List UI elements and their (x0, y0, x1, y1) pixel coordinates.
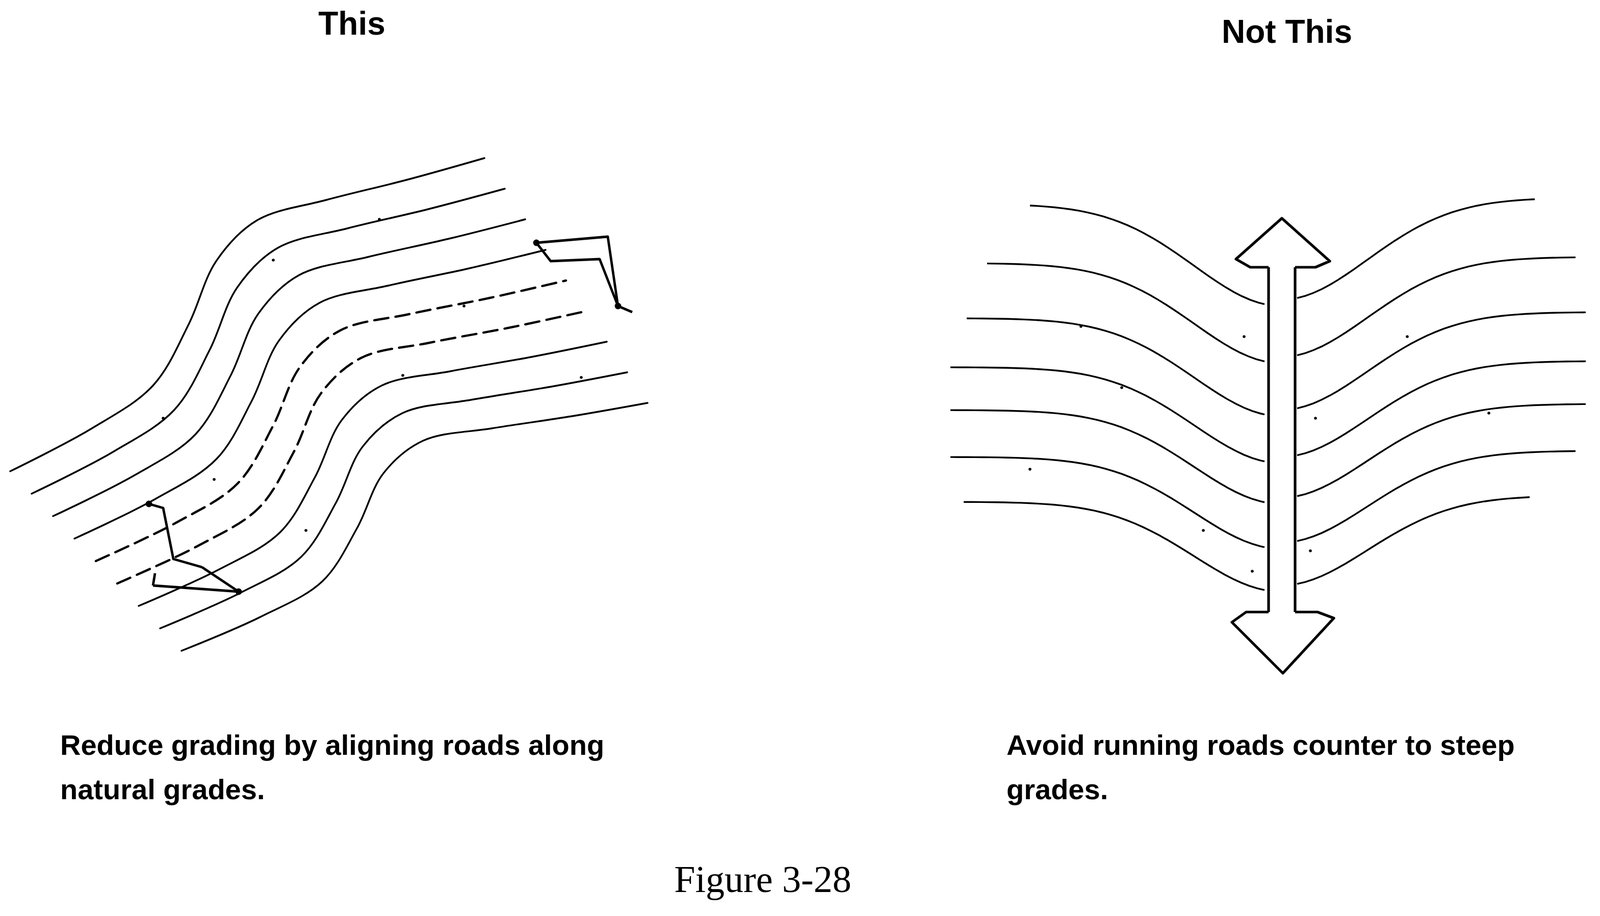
speckle-dot (1242, 334, 1246, 339)
road-edge-line (1268, 267, 1296, 612)
speckle-dot (1313, 416, 1318, 420)
direction-arrow (148, 503, 239, 592)
contour-line (966, 318, 1265, 415)
contour-line (950, 409, 1265, 503)
panel-heading: This (249, 4, 454, 44)
speckle-dot (1201, 528, 1205, 532)
direction-arrow (536, 236, 633, 313)
contour-line (1297, 360, 1586, 455)
arrow-tick (614, 302, 622, 310)
contour-line (1297, 451, 1576, 541)
contour-line (987, 263, 1265, 362)
contour-line (181, 402, 648, 651)
panel-note: Reduce grading by aligning roads along n… (60, 723, 662, 812)
speckle-dot (161, 416, 165, 420)
speckle-dot (1405, 334, 1409, 339)
contour-line (10, 158, 485, 472)
contour-line (74, 249, 546, 539)
speckle-dot (377, 217, 381, 221)
speckle-dot (271, 258, 275, 262)
arrow-tick (145, 500, 153, 508)
contour-line (1297, 199, 1535, 299)
speckle-dot (1079, 324, 1083, 328)
speckle-dot (1120, 385, 1124, 390)
speckle-dot (1308, 549, 1312, 553)
contour-line (53, 219, 526, 516)
speckle-dot (304, 528, 308, 532)
contour-line (138, 341, 607, 606)
speckle-dot (401, 373, 405, 377)
road-edge-line (117, 311, 587, 584)
contour-line (1297, 403, 1586, 496)
arrow-tick (235, 588, 243, 596)
arrow-tick (533, 239, 540, 247)
contour-line (950, 367, 1265, 462)
panel-heading: Not This (1184, 12, 1389, 52)
road-arrowhead (1235, 218, 1330, 268)
contour-line (1029, 205, 1265, 304)
contour-line (963, 501, 1265, 590)
speckle-dot (1250, 569, 1254, 573)
contour-line (1297, 497, 1530, 584)
speckle-dot (462, 304, 466, 308)
figure-caption: Figure 3-28 (533, 856, 993, 902)
speckle-dot (1028, 467, 1032, 471)
illustration-group (10, 158, 1586, 674)
contour-line (1297, 257, 1576, 356)
speckle-dot (579, 375, 583, 379)
speckle-dot (212, 477, 216, 481)
contour-line (1297, 312, 1586, 408)
road-arrowhead (1231, 611, 1334, 674)
speckle-dot (1487, 411, 1491, 415)
panel-note: Avoid running roads counter to steep gra… (1006, 723, 1568, 812)
